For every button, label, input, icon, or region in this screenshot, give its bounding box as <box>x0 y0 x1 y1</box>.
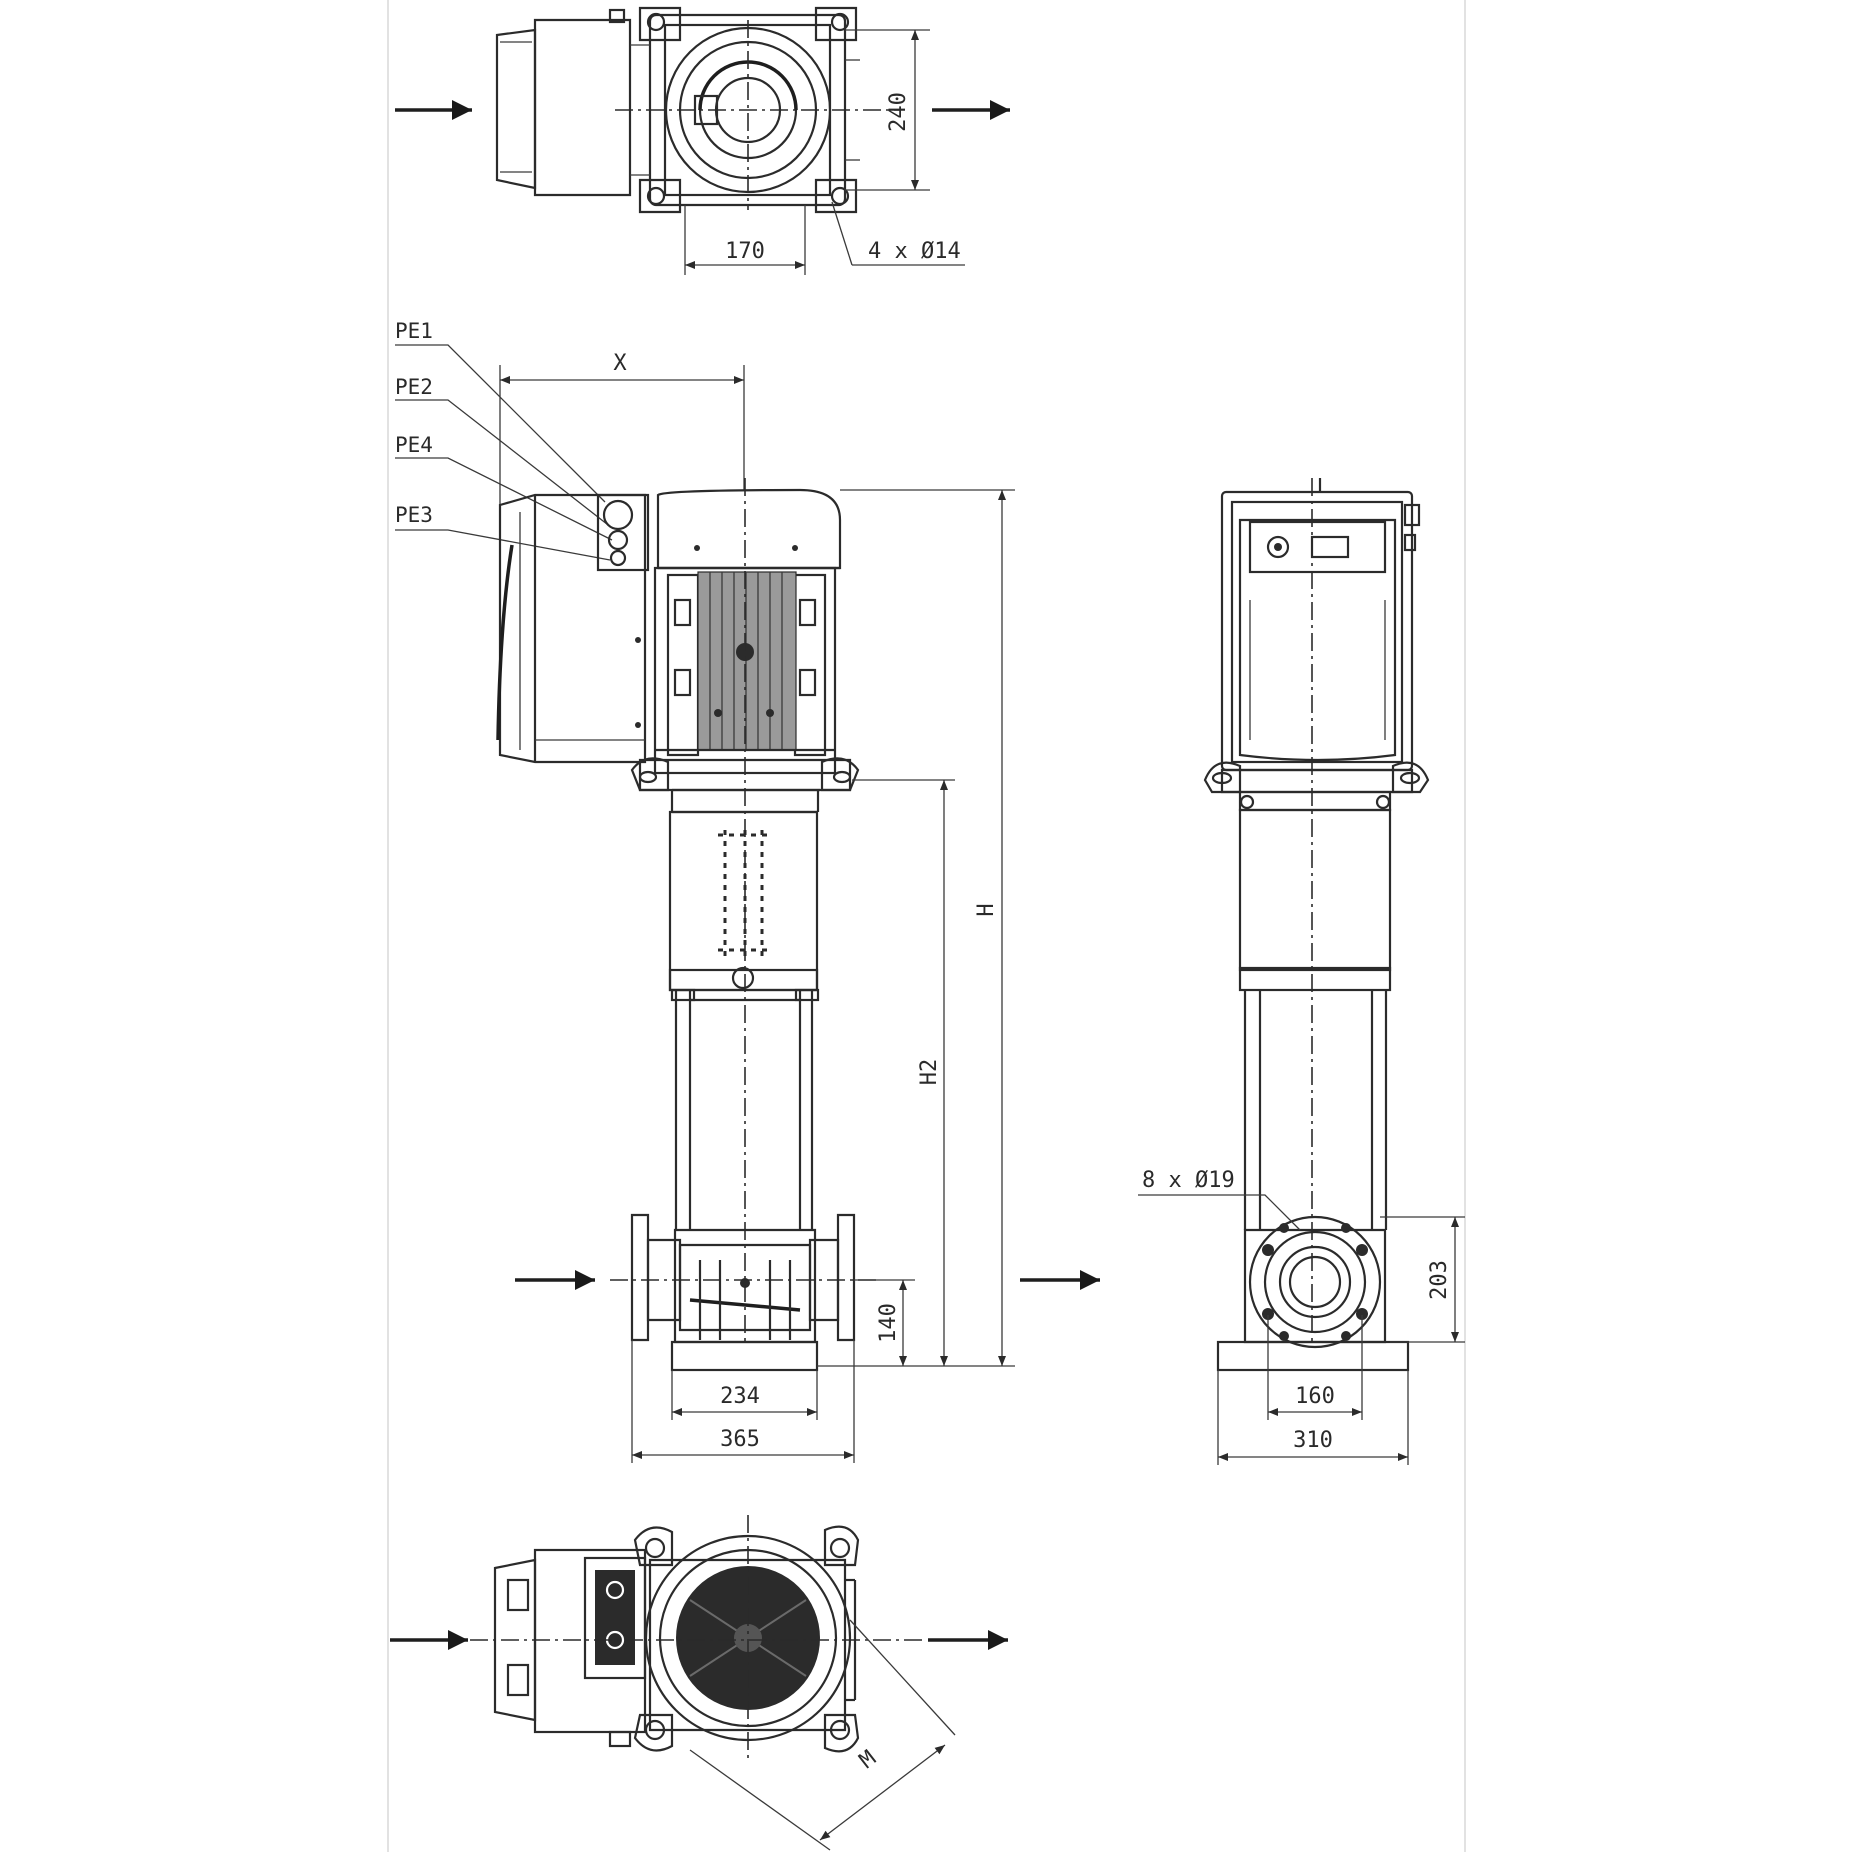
front-view: PE1 PE2 PE4 PE3 X <box>395 319 1100 1463</box>
base-plate-front <box>670 1340 819 1372</box>
inlet-flange <box>630 1213 650 1342</box>
leader-pe3 <box>395 529 611 561</box>
bottom-view: M <box>390 1515 1008 1851</box>
base-plate-side <box>1216 1340 1410 1372</box>
dim-flange-holes-label: 8 x Ø19 <box>1142 1168 1235 1193</box>
cable-gland-pe1 <box>602 499 634 531</box>
dim-310-label: 310 <box>1293 1428 1333 1453</box>
control-panel-side <box>1248 520 1387 574</box>
dim-234-label: 234 <box>720 1384 760 1409</box>
side-view: 8 x Ø19 203 160 310 <box>1138 478 1465 1465</box>
motor-body-bottom <box>644 1534 852 1742</box>
pump-foot-front <box>630 1213 856 1372</box>
dim-140-label: 140 <box>876 1303 901 1343</box>
motor-name-plate-screw <box>736 643 754 661</box>
pump-foot-side <box>1216 1215 1410 1372</box>
dim-holes-label: 4 x Ø14 <box>868 239 961 264</box>
outlet-flange <box>836 1213 856 1342</box>
dim-m-label: M <box>855 1746 881 1774</box>
motor-flange-side <box>1220 768 1414 794</box>
dim-160-label: 160 <box>1295 1384 1335 1409</box>
dim-203-label: 203 <box>1427 1260 1452 1300</box>
coupling-housing-side <box>1238 808 1392 972</box>
flange-side-circle <box>1248 1215 1382 1349</box>
terminal-box-front <box>498 493 647 764</box>
label-pe3: PE3 <box>395 503 433 527</box>
leader-pe2 <box>395 399 613 529</box>
dim-h-label: H <box>974 903 999 916</box>
leader-pe1 <box>395 344 606 503</box>
terminal-box-top <box>533 18 632 197</box>
dim-x-label: X <box>613 351 627 376</box>
dim-240-label: 240 <box>886 92 911 132</box>
mounting-lugs-top <box>638 6 858 214</box>
motor-hood-front <box>656 488 842 570</box>
dim-365-label: 365 <box>720 1427 760 1452</box>
label-pe4: PE4 <box>395 433 433 457</box>
top-view: 240 170 4 x Ø14 <box>395 6 1010 275</box>
motor-cooling-fins <box>697 571 797 751</box>
dim-line-m <box>819 1744 946 1841</box>
label-pe2: PE2 <box>395 375 433 399</box>
leader-flange-holes <box>1138 1194 1301 1231</box>
leader-pe4 <box>395 457 613 541</box>
dim-170-label: 170 <box>725 239 765 264</box>
label-pe1: PE1 <box>395 319 433 343</box>
dim-h2-label: H2 <box>917 1059 942 1086</box>
